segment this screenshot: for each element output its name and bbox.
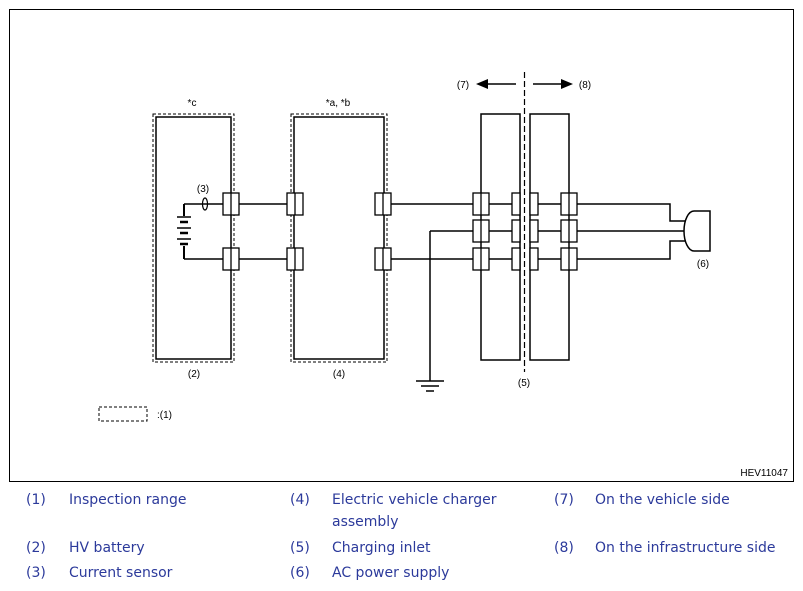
legend-num: (3) <box>26 565 46 581</box>
legend-num: (2) <box>26 540 46 556</box>
legend-text: Charging inlet <box>332 540 431 556</box>
legend-text: On the vehicle side <box>595 492 730 508</box>
legend-num: (1) <box>26 492 46 508</box>
label-7: (7) <box>457 80 469 91</box>
legend-text: On the infrastructure side <box>595 540 776 556</box>
wiring-lines <box>184 203 687 381</box>
label-5: (5) <box>518 378 530 389</box>
connector-inlet-b-top <box>511 192 521 216</box>
arrow-vehicle-side-icon <box>476 79 516 89</box>
label-2: (2) <box>188 369 200 380</box>
label-6: (6) <box>697 259 709 270</box>
inspection-boundary-battery <box>152 113 235 363</box>
connector-charger-in-bottom <box>286 247 304 271</box>
connector-inlet-d-top <box>560 192 578 216</box>
legend-text: Inspection range <box>69 492 187 508</box>
legend-text: AC power supply <box>332 565 450 581</box>
legend-num: (4) <box>290 492 310 508</box>
connectors <box>222 192 578 271</box>
connector-inlet-a-mid <box>472 219 490 243</box>
connector-inlet-a-top <box>472 192 490 216</box>
label-4: (4) <box>333 369 345 380</box>
connector-charger-out-bottom <box>374 247 392 271</box>
label-c: *c <box>188 98 197 109</box>
label-ab: *a, *b <box>326 98 351 109</box>
connector-inlet-a-bottom <box>472 247 490 271</box>
legend-text: Electric vehicle charger assembly <box>332 492 497 530</box>
wiring-diagram: *c *a, *b (3) (2) (4) (5) (6) (7) (8) :(… <box>9 9 794 482</box>
connector-inlet-b-mid <box>511 219 521 243</box>
connector-inlet-d-bottom <box>560 247 578 271</box>
connector-charger-in-top <box>286 192 304 216</box>
connector-battery-bottom <box>222 247 240 271</box>
legend-num: (5) <box>290 540 310 556</box>
arrow-infrastructure-side-icon <box>533 79 573 89</box>
connector-battery-top <box>222 192 240 216</box>
connector-inlet-c-bottom <box>529 247 539 271</box>
inspection-range-key <box>98 406 148 422</box>
connector-inlet-b-bottom <box>511 247 521 271</box>
legend-text: HV battery <box>69 540 145 556</box>
inspection-boundary-charger <box>290 113 388 363</box>
connector-inlet-c-top <box>529 192 539 216</box>
legend-item-4: (4) Electric vehicle charger assembly <box>290 492 540 537</box>
label-inspection-key: :(1) <box>157 410 172 421</box>
connector-inlet-d-mid <box>560 219 578 243</box>
legend-num: (6) <box>290 565 310 581</box>
battery-symbol-icon <box>177 204 191 259</box>
hv-battery-box <box>155 116 232 360</box>
connector-charger-out-top <box>374 192 392 216</box>
label-3: (3) <box>197 184 209 195</box>
diagram-frame <box>9 9 794 482</box>
diagram-code: HEV11047 <box>740 468 788 479</box>
label-8: (8) <box>579 80 591 91</box>
legend-text: Current sensor <box>69 565 173 581</box>
connector-inlet-c-mid <box>529 219 539 243</box>
ac-power-supply-plug-icon <box>683 210 711 252</box>
charger-assembly-box <box>293 116 385 360</box>
legend-num: (7) <box>554 492 574 508</box>
ground-icon <box>416 380 444 392</box>
legend-num: (8) <box>554 540 574 556</box>
